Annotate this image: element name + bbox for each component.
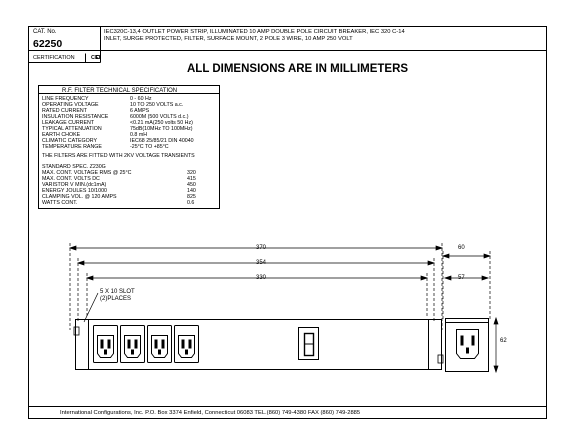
- circuit-breaker-switch-icon: [298, 327, 319, 360]
- spec-label: RATED CURRENT: [42, 108, 87, 114]
- spec-label: CLAMPING VOL. @ 120 AMPS: [42, 194, 117, 200]
- outlet-icon: [120, 325, 145, 363]
- spec-value: 10 TO 250 VOLTS a.c.: [130, 102, 184, 108]
- spec-label: OPERATING VOLTAGE: [42, 102, 99, 108]
- spec-box-title: R.F. FILTER TECHNICAL SPECIFICATION: [62, 88, 178, 94]
- certification-label: CERTIFICATION: [33, 55, 75, 61]
- ce-checkbox-icon: [96, 55, 100, 59]
- slot-note-line2: (2)PLACES: [100, 296, 132, 302]
- spec-value: 75dB(10MHz TO 100MHz): [130, 126, 193, 132]
- spec-label: CLIMATIC CATEGORY: [42, 138, 98, 144]
- outlet-icon: [147, 325, 172, 363]
- outlet-icon: [174, 325, 199, 363]
- cat-number-label: CAT. No.: [33, 29, 57, 35]
- spec-value: 0.8 mH: [130, 132, 148, 138]
- spec-value: 415: [187, 176, 196, 182]
- spec-label: LINE FREQUENCY: [42, 96, 89, 102]
- outlet-icon: [93, 325, 118, 363]
- footer-address: International Configurations, Inc. P.O. …: [60, 410, 361, 416]
- spec-value: 0 - 60 Hz: [130, 96, 152, 102]
- spec-label: TYPICAL ATTENUATION: [42, 126, 102, 132]
- inlet-icon: [456, 329, 479, 359]
- cat-number: 62250: [33, 38, 63, 50]
- page-heading: ALL DIMENSIONS ARE IN MILLIMETERS: [187, 63, 409, 75]
- spec-value: 0.6: [187, 200, 195, 206]
- spec-value: 6 AMPS: [130, 108, 150, 114]
- spec-value: <0.21 mA(250 volts 50 Hz): [130, 120, 193, 126]
- spec-label: EARTH CHOKE: [42, 132, 81, 138]
- product-description-line2: INLET, SURGE PROTECTED, FILTER, SURFACE …: [104, 36, 353, 42]
- spec-value: 320: [187, 170, 196, 176]
- spec-label: ENERGY JOULES 10/1000: [42, 188, 107, 194]
- spec-value: 450: [187, 182, 196, 188]
- spec-label: MAX. CONT. VOLTS DC: [42, 176, 100, 182]
- ce-mark: CE: [91, 55, 99, 61]
- spec-label: VARISTOR V MIN.(dc1mA): [42, 182, 107, 188]
- spec-value: -25°C TO +85°C: [130, 144, 169, 150]
- spec-label: TEMPERATURE RANGE: [42, 144, 102, 150]
- mounting-slot: [73, 326, 80, 336]
- spec-label: INSULATION RESISTANCE: [42, 114, 109, 120]
- spec-label: WATTS CONT.: [42, 200, 78, 206]
- dim-side-width: 60: [458, 245, 465, 251]
- spec-label: LEAKAGE CURRENT: [42, 120, 95, 126]
- sheet-border: [28, 26, 547, 419]
- spec-note: THE FILTERS ARE FITTED WITH 2KV VOLTAGE …: [42, 153, 195, 159]
- spec-value: 6000M (500 VOLTS d.c.): [130, 114, 189, 120]
- mounting-slot: [437, 354, 444, 364]
- spec-value: 140: [187, 188, 196, 194]
- slot-note-line1: 5 X 10 SLOT: [100, 289, 135, 295]
- spec-value: IEC68 25/85/21 DIN 40040: [130, 138, 194, 144]
- spec-value: 825: [187, 194, 196, 200]
- spec-box-frame: [38, 85, 220, 209]
- product-description-line1: IEC320C-13,4 OUTLET POWER STRIP, ILLUMIN…: [104, 29, 405, 35]
- strip-front-view: [73, 319, 444, 370]
- strip-side-view: [445, 318, 489, 372]
- dim-height: 62: [500, 338, 507, 344]
- standard-spec-title: STANDARD SPEC. Z230G: [42, 164, 106, 170]
- spec-label: MAX. CONT. VOLTAGE RMS @ 25°C: [42, 170, 132, 176]
